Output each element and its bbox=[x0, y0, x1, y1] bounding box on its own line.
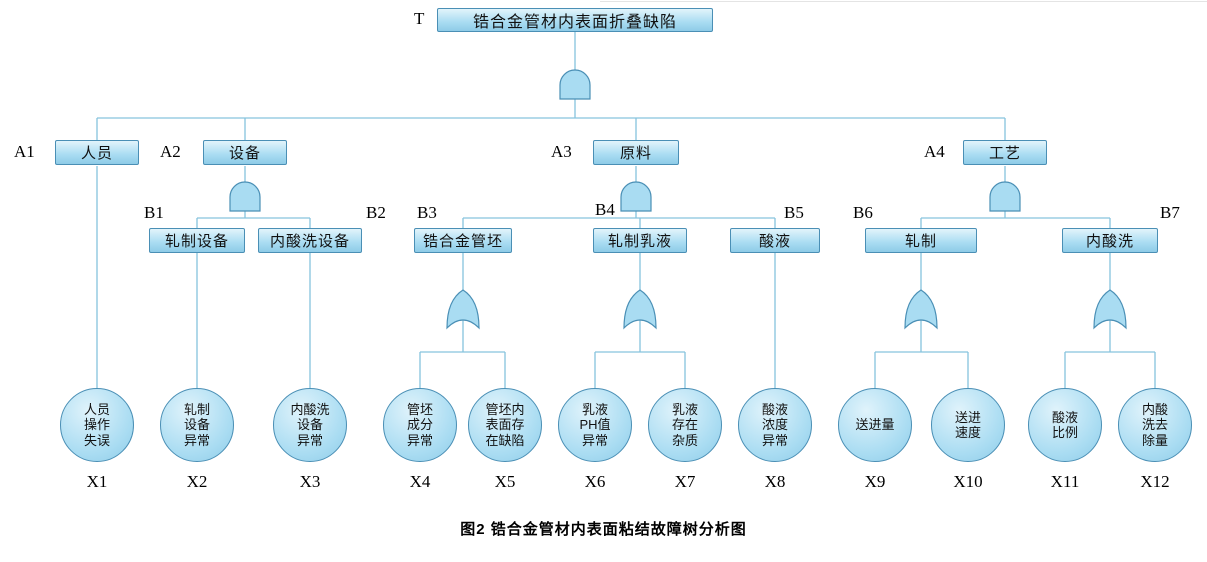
event-id-X2: X2 bbox=[186, 472, 208, 491]
node-id-B1: B1 bbox=[144, 203, 164, 222]
node-label: 设备 bbox=[228, 145, 261, 162]
event-id-X9: X9 bbox=[864, 472, 886, 491]
event-id-X12: X12 bbox=[1140, 472, 1170, 491]
or-gate-B3 bbox=[446, 289, 480, 330]
node-id-A4: A4 bbox=[924, 142, 945, 161]
and-gate-top bbox=[559, 69, 591, 100]
node-label: 轧制设备 bbox=[164, 233, 229, 250]
event-X12: 内酸 洗去 除量 bbox=[1118, 388, 1192, 462]
page-edge-artifact bbox=[600, 1, 1207, 2]
event-label: 乳液 PH值 异常 bbox=[579, 402, 611, 448]
event-id-X1: X1 bbox=[86, 472, 108, 491]
node-B6: 轧制 bbox=[865, 228, 977, 253]
node-id-T: T bbox=[414, 9, 425, 28]
node-B4: 轧制乳液 bbox=[593, 228, 687, 253]
node-A3: 原料 bbox=[593, 140, 679, 165]
event-id-X4: X4 bbox=[409, 472, 431, 491]
node-label: 轧制乳液 bbox=[607, 233, 672, 250]
event-label: 酸液 浓度 异常 bbox=[761, 402, 788, 448]
node-label: 酸液 bbox=[758, 233, 791, 250]
node-A2: 设备 bbox=[203, 140, 287, 165]
node-id-B6: B6 bbox=[853, 203, 873, 222]
node-id-A2: A2 bbox=[160, 142, 181, 161]
node-A4: 工艺 bbox=[963, 140, 1047, 165]
event-X4: 管坯 成分 异常 bbox=[383, 388, 457, 462]
node-B2: 内酸洗设备 bbox=[258, 228, 362, 253]
event-id-X11: X11 bbox=[1050, 472, 1080, 491]
event-X9: 送进量 bbox=[838, 388, 912, 462]
node-id-B3: B3 bbox=[417, 203, 437, 222]
event-label: 乳液 存在 杂质 bbox=[671, 402, 698, 448]
node-A1: 人员 bbox=[55, 140, 139, 165]
event-X6: 乳液 PH值 异常 bbox=[558, 388, 632, 462]
node-id-B7: B7 bbox=[1160, 203, 1180, 222]
event-label: 内酸洗 设备 异常 bbox=[290, 402, 330, 448]
and-gate-A2 bbox=[229, 181, 261, 212]
node-label: 人员 bbox=[80, 145, 113, 162]
event-id-X7: X7 bbox=[674, 472, 696, 491]
node-B5: 酸液 bbox=[730, 228, 820, 253]
node-label: 内酸洗 bbox=[1085, 233, 1134, 250]
node-label: 轧制 bbox=[904, 233, 937, 250]
event-X2: 轧制 设备 异常 bbox=[160, 388, 234, 462]
connector-lines bbox=[96, 32, 1156, 388]
and-gate-A4 bbox=[989, 181, 1021, 212]
event-id-X8: X8 bbox=[764, 472, 786, 491]
and-gate-A3 bbox=[620, 181, 652, 212]
node-label: 原料 bbox=[619, 145, 652, 162]
event-X11: 酸液 比例 bbox=[1028, 388, 1102, 462]
event-id-X10: X10 bbox=[953, 472, 983, 491]
or-gate-B6 bbox=[904, 289, 938, 330]
or-gate-B4 bbox=[623, 289, 657, 330]
event-X10: 送进 速度 bbox=[931, 388, 1005, 462]
event-label: 管坯内 表面存 在缺陷 bbox=[485, 402, 525, 448]
node-label: 锆合金管材内表面折叠缺陷 bbox=[472, 14, 677, 31]
event-label: 送进 速度 bbox=[954, 409, 981, 440]
figure-caption: 图2 锆合金管材内表面粘结故障树分析图 bbox=[460, 521, 747, 538]
node-T: 锆合金管材内表面折叠缺陷 bbox=[437, 8, 713, 32]
node-id-B5: B5 bbox=[784, 203, 804, 222]
event-label: 轧制 设备 异常 bbox=[183, 402, 210, 448]
event-id-X5: X5 bbox=[494, 472, 516, 491]
node-id-A1: A1 bbox=[14, 142, 35, 161]
node-B3: 锆合金管坯 bbox=[414, 228, 512, 253]
event-id-X6: X6 bbox=[584, 472, 606, 491]
node-id-B2: B2 bbox=[366, 203, 386, 222]
event-X8: 酸液 浓度 异常 bbox=[738, 388, 812, 462]
node-label: 锆合金管坯 bbox=[422, 233, 503, 250]
event-label: 酸液 比例 bbox=[1051, 409, 1078, 440]
event-X7: 乳液 存在 杂质 bbox=[648, 388, 722, 462]
event-label: 送进量 bbox=[855, 417, 895, 433]
event-label: 管坯 成分 异常 bbox=[406, 402, 433, 448]
node-id-A3: A3 bbox=[551, 142, 572, 161]
node-id-B4: B4 bbox=[595, 200, 615, 219]
node-label: 工艺 bbox=[988, 145, 1021, 162]
event-X3: 内酸洗 设备 异常 bbox=[273, 388, 347, 462]
event-label: 内酸 洗去 除量 bbox=[1141, 402, 1168, 448]
node-label: 内酸洗设备 bbox=[269, 233, 350, 250]
event-id-X3: X3 bbox=[299, 472, 321, 491]
event-X1: 人员 操作 失误 bbox=[60, 388, 134, 462]
or-gate-B7 bbox=[1093, 289, 1127, 330]
node-B7: 内酸洗 bbox=[1062, 228, 1158, 253]
event-X5: 管坯内 表面存 在缺陷 bbox=[468, 388, 542, 462]
event-label: 人员 操作 失误 bbox=[83, 402, 110, 448]
node-B1: 轧制设备 bbox=[149, 228, 245, 253]
